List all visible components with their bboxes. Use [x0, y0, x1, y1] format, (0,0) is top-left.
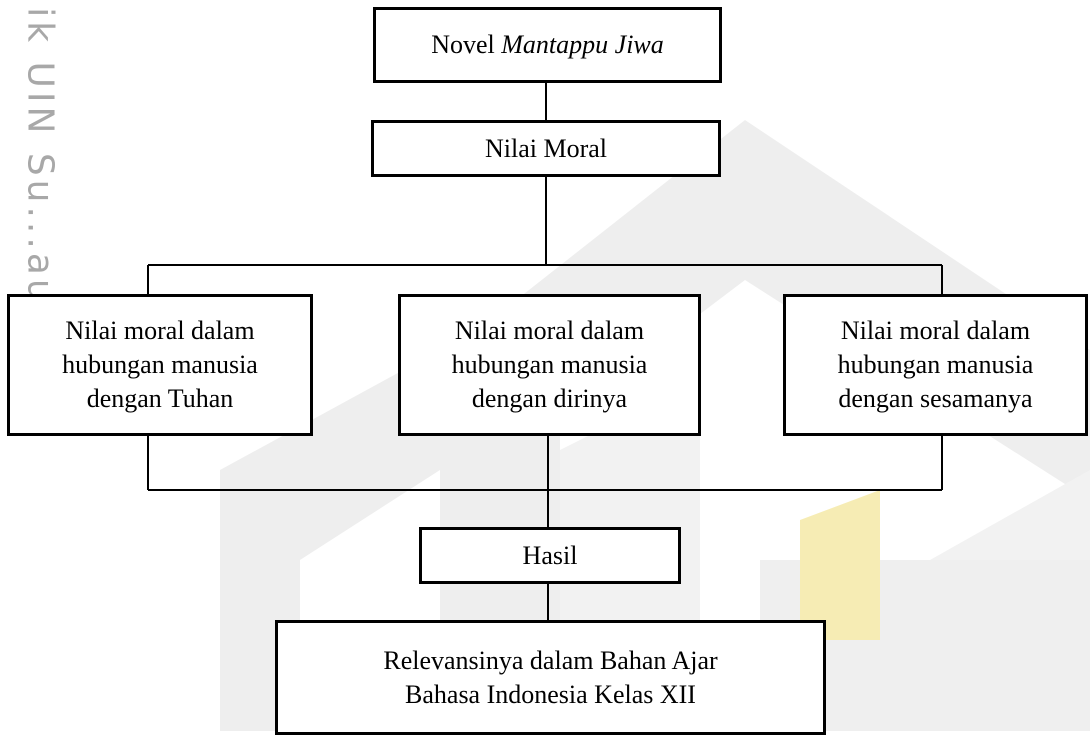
- branch-box-sesama: Nilai moral dalam hubungan manusia denga…: [783, 294, 1088, 436]
- hasil-label: Hasil: [522, 540, 578, 570]
- relevansi-line-2: Bahasa Indonesia Kelas XII: [405, 679, 696, 709]
- nilai-moral-box: Nilai Moral: [371, 120, 721, 177]
- hasil-box: Hasil: [419, 527, 681, 584]
- branch-tuhan-line-3: dengan Tuhan: [86, 384, 234, 413]
- branch-sesama-line-3: dengan sesamanya: [838, 384, 1033, 413]
- nilai-moral-label: Nilai Moral: [484, 133, 608, 163]
- branch-diri-line-1: Nilai moral dalam: [454, 316, 645, 345]
- branch-box-diri: Nilai moral dalam hubungan manusia denga…: [398, 294, 701, 436]
- branch-sesama-line-1: Nilai moral dalam: [840, 316, 1031, 345]
- relevansi-line-1: Relevansinya dalam Bahan Ajar: [383, 645, 718, 675]
- branch-tuhan-line-1: Nilai moral dalam: [65, 316, 255, 345]
- branch-tuhan-line-2: hubungan manusia: [62, 350, 258, 379]
- branch-diri-line-3: dengan dirinya: [471, 384, 628, 413]
- novel-prefix: Novel: [431, 30, 495, 59]
- branch-diri-line-2: hubungan manusia: [451, 350, 648, 379]
- branch-box-tuhan: Nilai moral dalam hubungan manusia denga…: [7, 294, 313, 436]
- novel-box: Novel Mantappu Jiwa: [373, 7, 722, 83]
- branch-sesama-line-2: hubungan manusia: [837, 350, 1034, 379]
- novel-title: Mantappu Jiwa: [501, 30, 664, 59]
- relevansi-box: Relevansinya dalam Bahan Ajar Bahasa Ind…: [275, 620, 826, 735]
